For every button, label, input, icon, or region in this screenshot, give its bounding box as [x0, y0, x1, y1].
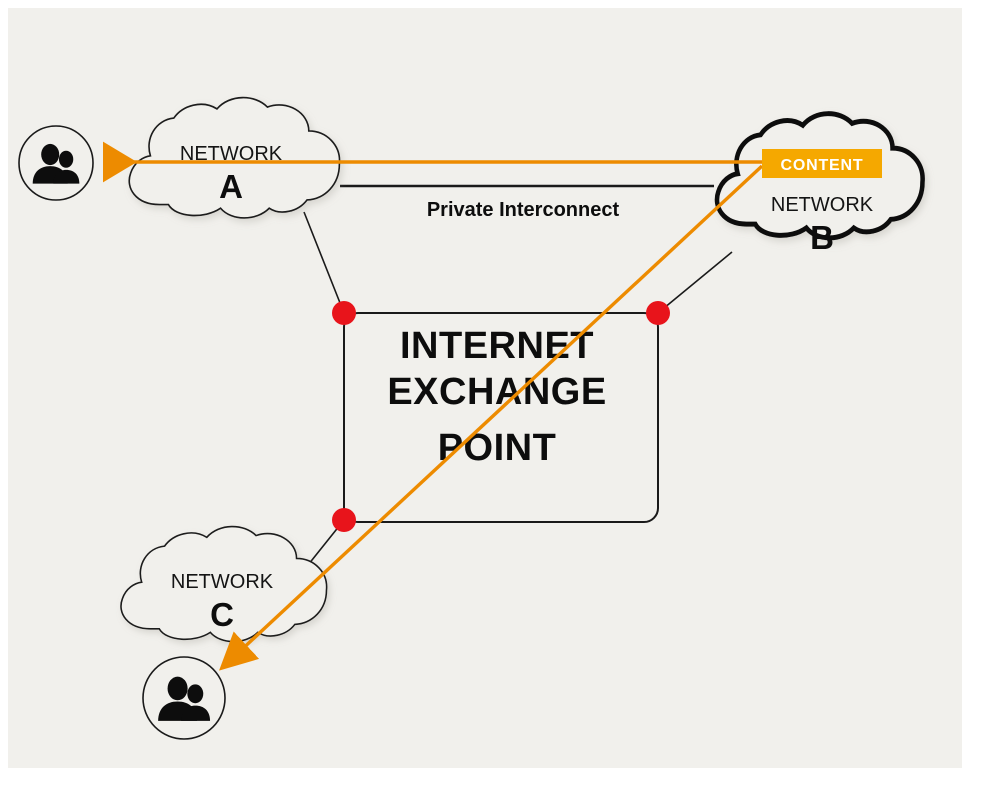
ixp-title-line-3: POINT: [438, 427, 557, 469]
content-badge[interactable]: CONTENT: [762, 149, 882, 178]
internet-exchange-point-box: INTERNET EXCHANGE POINT: [343, 312, 659, 523]
network-c-big-label: C: [210, 596, 234, 633]
content-badge-label: CONTENT: [781, 157, 864, 174]
network-c-small-label: NETWORK: [171, 571, 274, 593]
private-interconnect-label: Private Interconnect: [427, 199, 620, 221]
exchange-dot-top-right[interactable]: [646, 301, 670, 325]
users-icon-left: [18, 125, 94, 201]
content-badge-background: [762, 149, 882, 178]
users-bottom-circle: [142, 656, 226, 740]
network-b-small-label: NETWORK: [771, 194, 874, 216]
peering-link-network-a: [303, 211, 345, 314]
ixp-box-outline: [343, 312, 659, 523]
users-left-circle: [18, 125, 94, 201]
content-route-to-users-bottom: [219, 164, 764, 671]
exchange-dot-bottom-left[interactable]: [332, 508, 356, 532]
ixp-title-line-2: EXCHANGE: [387, 371, 606, 413]
ixp-title-line-1: INTERNET: [400, 325, 594, 367]
exchange-dot-top-left[interactable]: [332, 301, 356, 325]
network-a-small-label: NETWORK: [180, 143, 283, 165]
network-b-big-label: B: [810, 219, 834, 256]
network-a-big-label: A: [219, 168, 243, 205]
users-icon-bottom: [142, 656, 226, 740]
peering-link-network-b: [657, 251, 733, 314]
